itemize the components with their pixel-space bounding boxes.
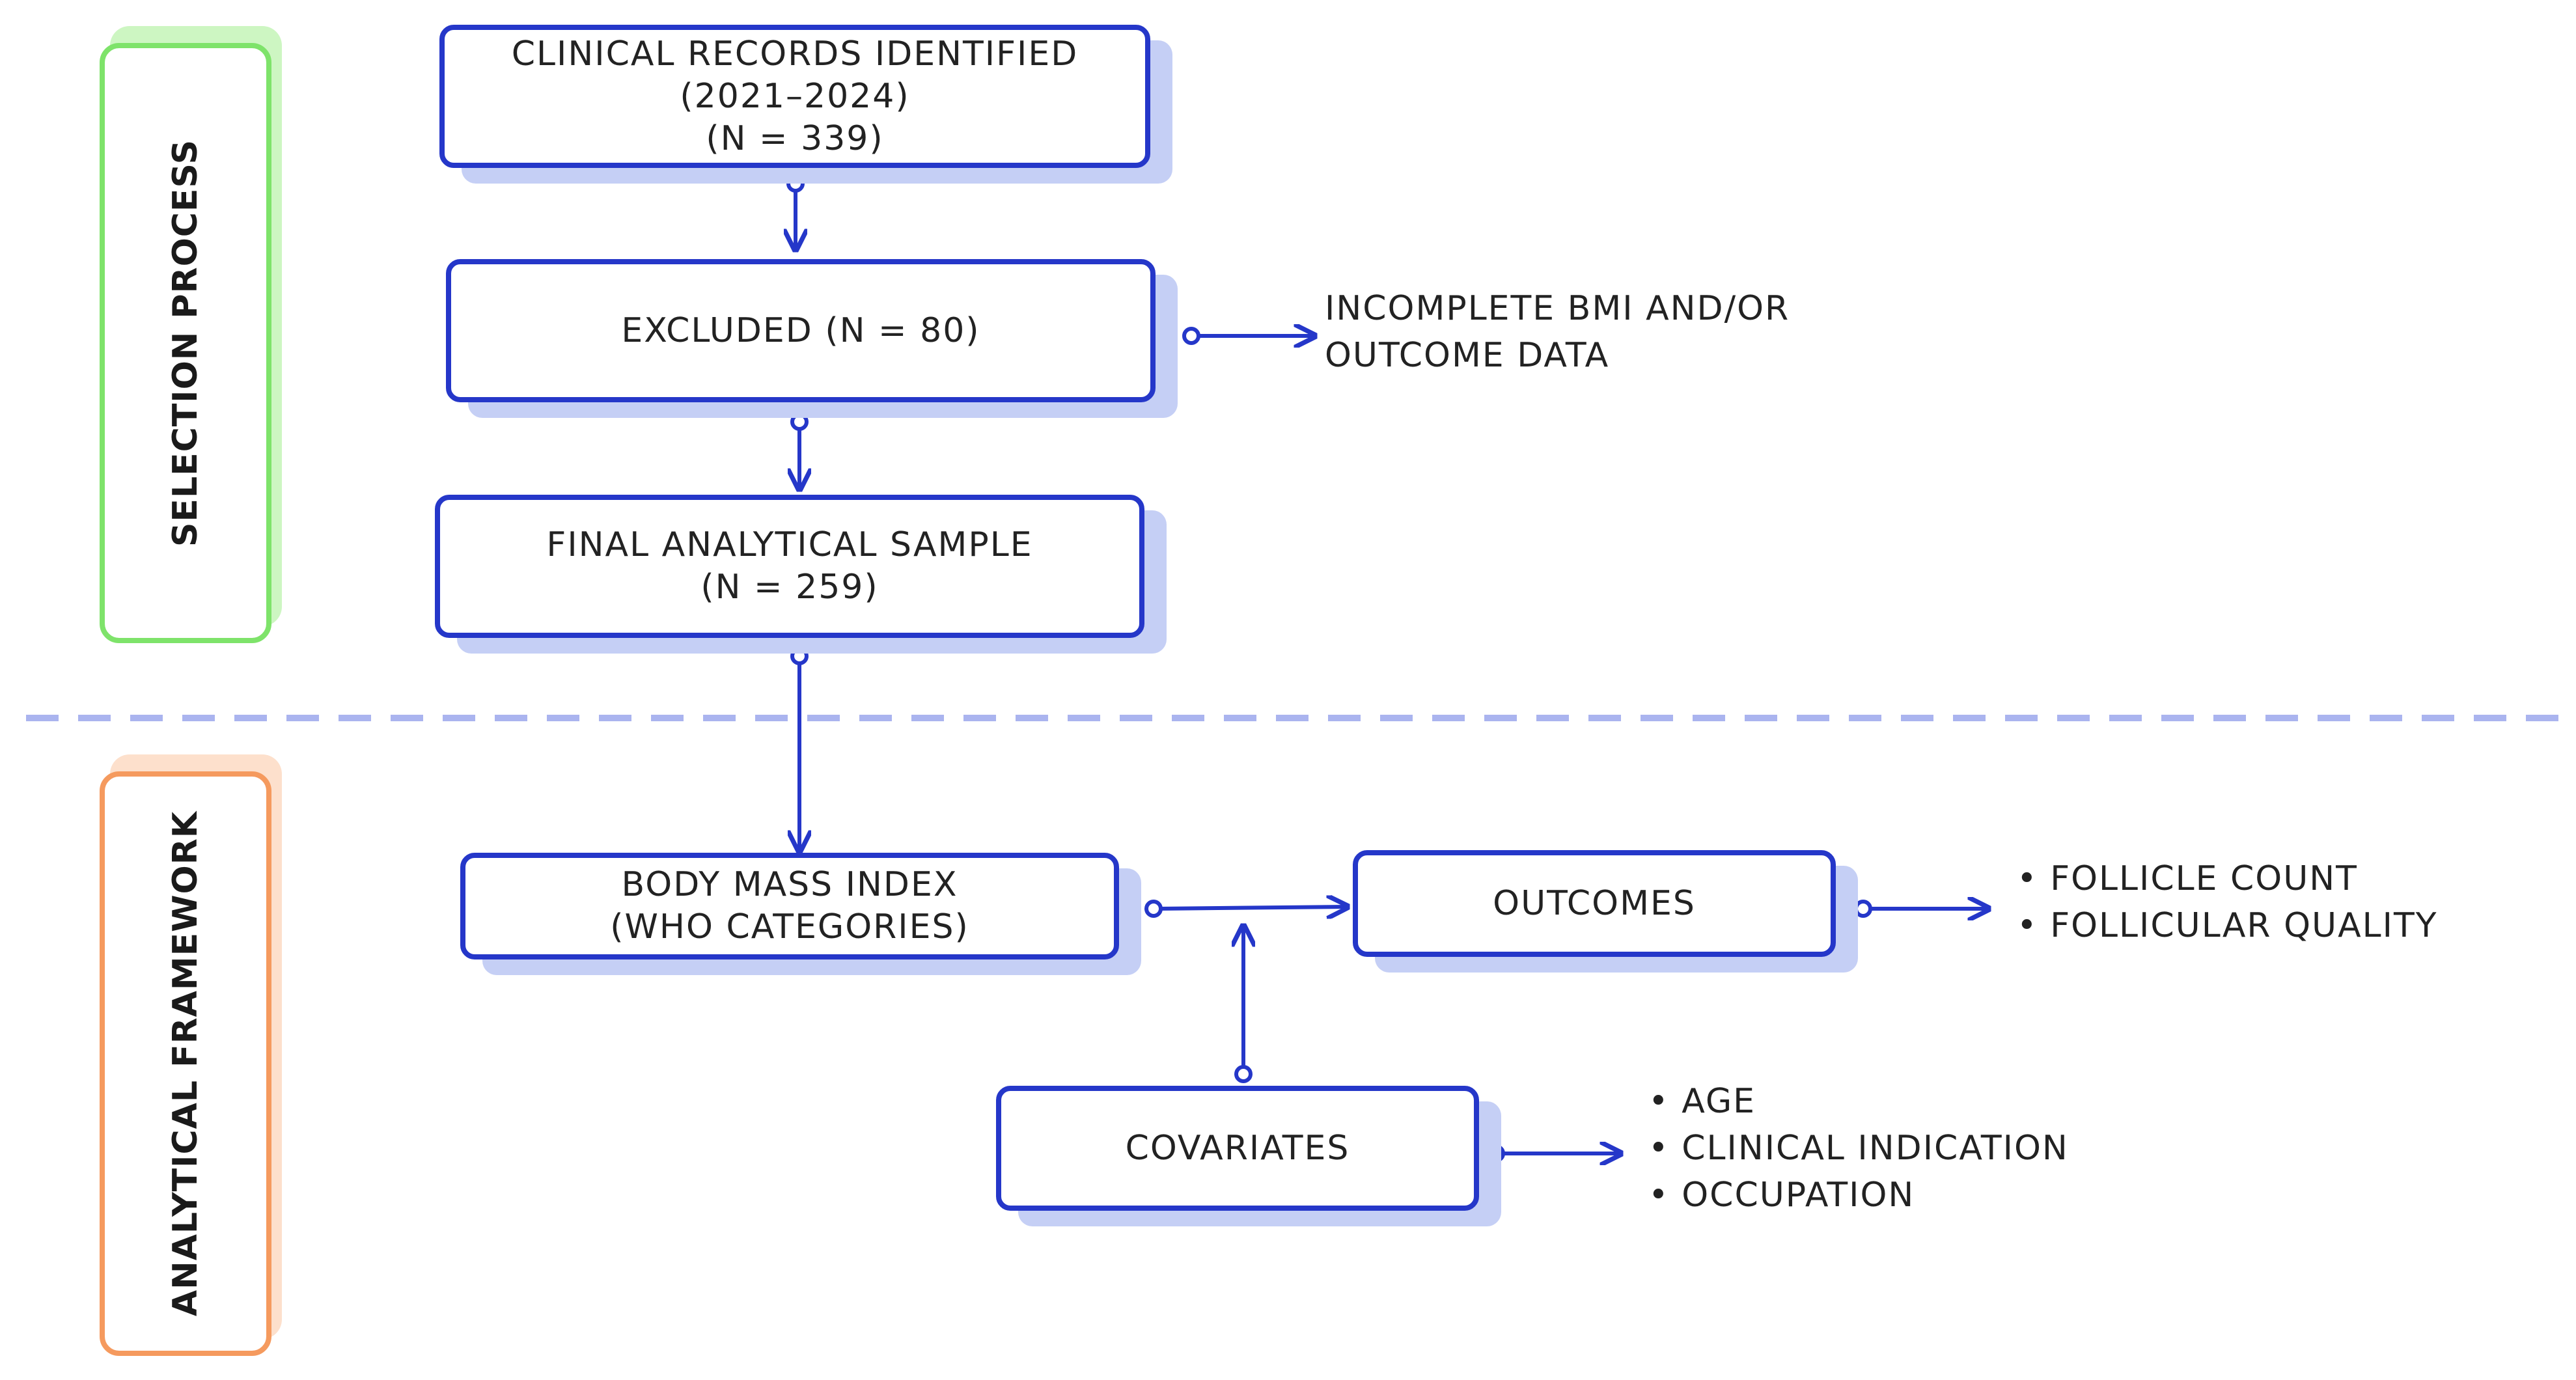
connector-dot (1182, 327, 1200, 345)
outcomes-list-item: • FOLLICULAR QUALITY (2017, 906, 2438, 945)
final-sample-count: (N = 259) (700, 568, 879, 607)
exclusion-reason-line: INCOMPLETE BMI AND/OR (1325, 289, 1790, 328)
selection-process-label: SELECTION PROCESS (166, 139, 205, 547)
outcomes-box: OUTCOMES (1353, 850, 1836, 957)
final-sample-title: FINAL ANALYTICAL SAMPLE (546, 525, 1033, 564)
outcomes-label: OUTCOMES (1493, 883, 1696, 923)
records-count: (N = 339) (706, 118, 884, 158)
analytical-framework-label: ANALYTICAL FRAMEWORK (166, 810, 205, 1317)
covariates-list: • AGE • CLINICAL INDICATION • OCCUPATION (1648, 1078, 2069, 1219)
covariates-list-item: • CLINICAL INDICATION (1648, 1129, 2069, 1168)
excluded-box: EXCLUDED (N = 80) (446, 259, 1156, 402)
bmi-title: BODY MASS INDEX (621, 865, 958, 904)
connector-dot (790, 413, 809, 431)
bmi-subtitle: (WHO CATEGORIES) (610, 907, 969, 946)
connector-dot (1144, 900, 1163, 918)
connector-dot (1854, 900, 1872, 918)
outcomes-list: • FOLLICLE COUNT • FOLLICULAR QUALITY (2017, 855, 2437, 949)
covariates-list-item: • AGE (1648, 1082, 1756, 1121)
outcomes-list-item: • FOLLICLE COUNT (2017, 859, 2358, 898)
exclusion-reason: INCOMPLETE BMI AND/OR OUTCOME DATA (1325, 285, 1790, 379)
records-period: (2021–2024) (680, 76, 910, 116)
arrow-bmi-to-outcomes (1153, 907, 1348, 909)
connector-dot (786, 174, 805, 193)
selection-process-panel: SELECTION PROCESS (100, 43, 271, 643)
connector-dot (790, 647, 809, 665)
covariates-box: COVARIATES (996, 1086, 1479, 1211)
bmi-box: BODY MASS INDEX (WHO CATEGORIES) (460, 853, 1119, 959)
records-identified-box: CLINICAL RECORDS IDENTIFIED (2021–2024) … (439, 25, 1150, 168)
covariates-list-item: • OCCUPATION (1648, 1176, 1915, 1215)
analytical-framework-panel: ANALYTICAL FRAMEWORK (100, 771, 271, 1356)
connector-dot (1234, 1065, 1253, 1083)
exclusion-reason-line: OUTCOME DATA (1325, 336, 1610, 375)
excluded-label: EXCLUDED (N = 80) (621, 310, 980, 350)
covariates-label: COVARIATES (1125, 1128, 1350, 1168)
records-title: CLINICAL RECORDS IDENTIFIED (511, 34, 1079, 74)
final-sample-box: FINAL ANALYTICAL SAMPLE (N = 259) (435, 495, 1144, 638)
connector-dot (1487, 1144, 1505, 1163)
